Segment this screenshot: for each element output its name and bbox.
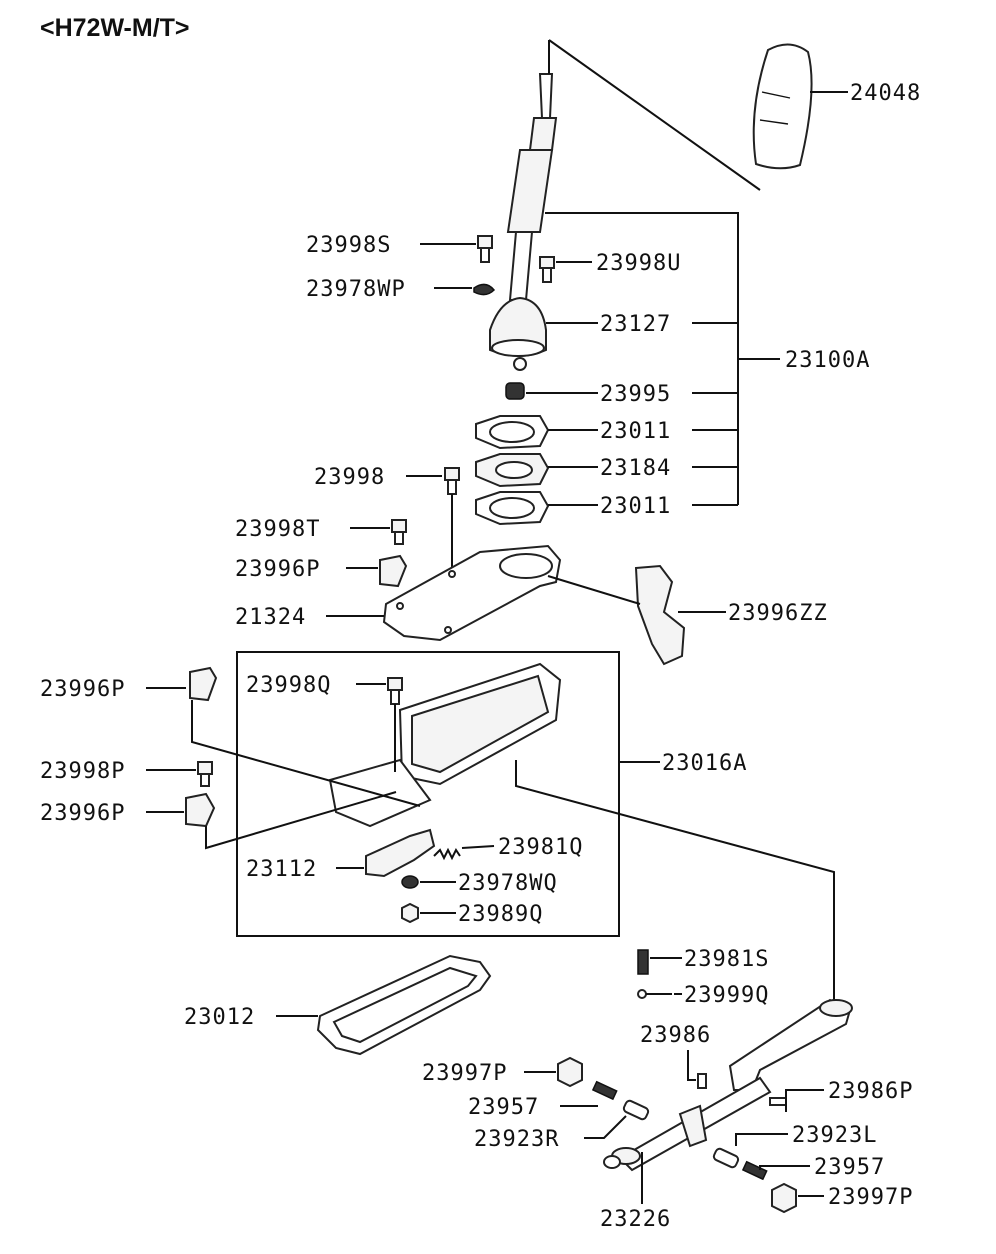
label-23112: 23112 [246,857,317,882]
leader-23996ZZ [547,575,726,613]
cover-plate-21324 [382,544,562,642]
joint-23226 [603,1147,641,1169]
label-23998U: 23998U [596,251,681,276]
label-23923L: 23923L [792,1123,877,1148]
leader-23998 [406,475,453,572]
leader-23996P-lower [146,791,397,850]
selector-plate-23112 [365,828,436,878]
pin-23986 [697,1073,707,1089]
label-23996P-lower: 23996P [40,801,125,826]
stud-23957-right [741,1160,768,1181]
leader-housing-to-rod [515,760,835,1000]
label-24048: 24048 [850,81,921,106]
lever-housing-23127 [489,296,547,371]
label-23957-left: 23957 [468,1095,539,1120]
label-23226: 23226 [600,1207,671,1232]
leader-23998Q [356,683,396,772]
label-23998T: 23998T [235,517,320,542]
label-23997P-right: 23997P [828,1185,913,1210]
box-23016A [236,651,620,937]
label-23996P-middle: 23996P [40,677,125,702]
leader-23996P-middle [146,687,421,807]
bolt-23998U [539,256,555,283]
pin-23999Q [637,989,672,999]
leader-23923R [584,1115,627,1139]
clip-23978WQ [401,875,419,889]
label-23998: 23998 [314,465,385,490]
label-23923R: 23923R [474,1127,559,1152]
label-23981S: 23981S [684,947,769,972]
plate-23184 [475,453,550,488]
label-23998P: 23998P [40,759,125,784]
label-23978WP: 23978WP [306,277,406,302]
spring-23981Q [433,847,461,861]
label-23016A: 23016A [662,751,747,776]
label-23998S: 23998S [306,233,391,258]
clip-23978WP [473,283,496,296]
label-23999Q: 23999Q [684,983,769,1008]
label-23184: 23184 [600,456,671,481]
label-21324: 21324 [235,605,306,630]
bolt-23998S [477,235,493,263]
stud-23957-left [591,1080,618,1101]
bracket-23996P-upper [379,554,408,588]
bracket-23996P-middle [189,666,218,702]
bushing-23995 [505,382,525,400]
gasket-23011-lower [475,491,550,526]
bolt-23998P [197,761,213,787]
nut-23989Q [401,902,419,924]
label-23981Q: 23981Q [498,835,583,860]
label-23011-upper: 23011 [600,419,671,444]
label-23989Q: 23989Q [458,902,543,927]
label-23997P-left: 23997P [422,1061,507,1086]
label-23957-right: 23957 [814,1155,885,1180]
shift-knob [752,43,813,170]
bolt-23998Q [387,677,403,705]
label-23978WQ: 23978WQ [458,871,558,896]
bracket-23100A [545,212,780,506]
leader-23957-right [759,1165,810,1170]
bolt-23998T [391,519,407,545]
leader-23986P [785,1089,824,1112]
leader-23981Q [461,845,495,849]
label-23012: 23012 [184,1005,255,1030]
pin-23986P [769,1097,787,1106]
gasket-23011-upper [475,415,550,450]
label-23986: 23986 [640,1023,711,1048]
diagram-title: <H72W-M/T> [40,14,190,42]
nut-23997P-right [771,1182,797,1214]
label-23011-lower: 23011 [600,494,671,519]
knob-leader-line [548,39,761,191]
shift-housing-case [328,662,562,828]
bushing-23923R [622,1099,650,1121]
bracket-23996P-lower [185,792,216,828]
nut-23997P-left [557,1056,583,1088]
bracket-23996ZZ [634,564,686,666]
label-23986P: 23986P [828,1079,913,1104]
label-23100A: 23100A [785,348,870,373]
bushing-23923L [712,1147,740,1169]
spring-23981S [637,949,649,975]
label-23996ZZ: 23996ZZ [728,601,828,626]
shift-rod-assembly [618,998,853,1172]
leader-23923L [735,1133,788,1146]
label-23127: 23127 [600,312,671,337]
gasket-23012 [316,954,492,1056]
leader-23986 [687,1050,696,1081]
label-23998Q: 23998Q [246,673,331,698]
bolt-23998 [444,467,460,495]
label-23995: 23995 [600,382,671,407]
label-23996P-upper: 23996P [235,557,320,582]
